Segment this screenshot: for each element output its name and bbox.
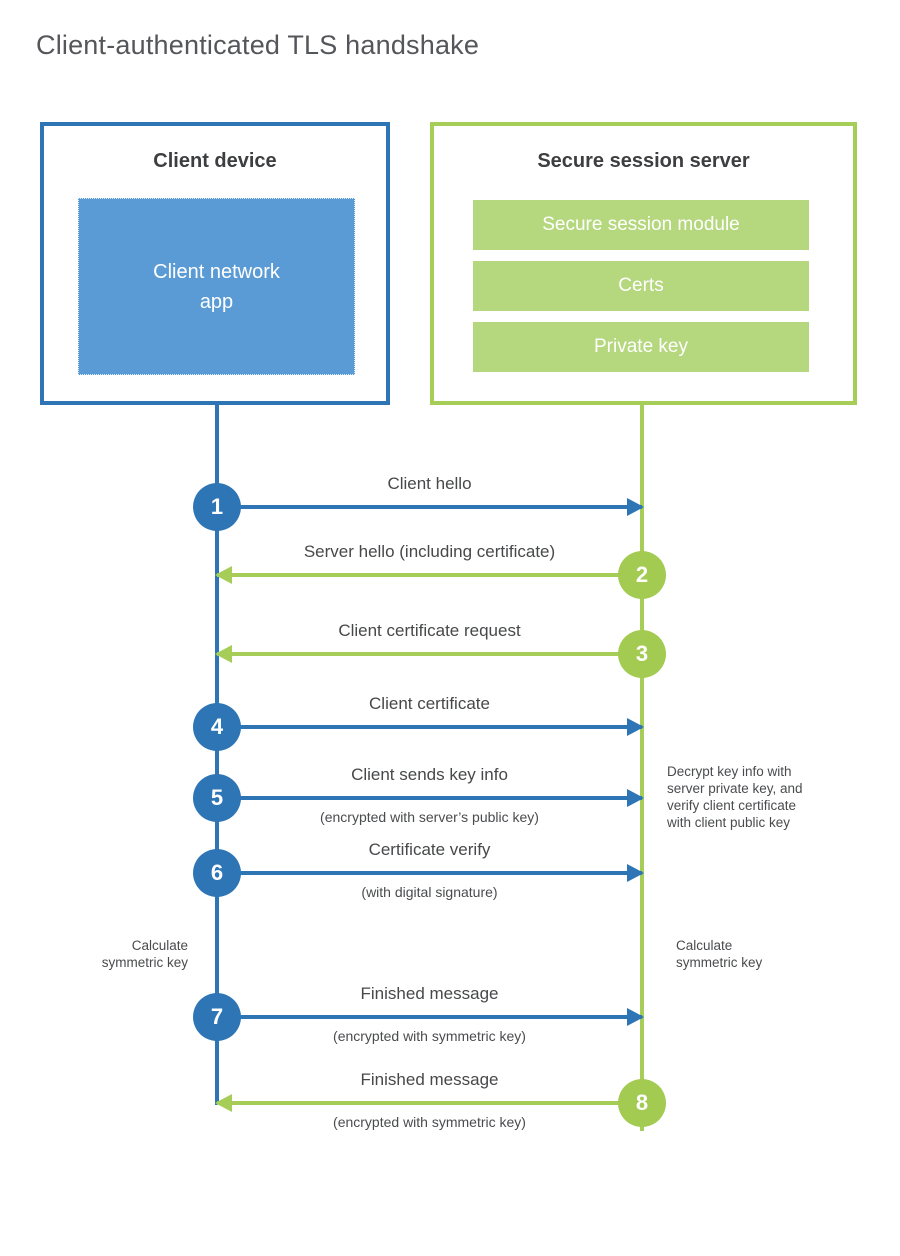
page-title: Client-authenticated TLS handshake (36, 30, 480, 60)
arrowhead-right-icon (627, 1008, 644, 1026)
message-sublabel: (encrypted with server’s public key) (320, 809, 539, 825)
message-label: Server hello (including certificate) (303, 542, 556, 561)
step-circle-6: 6 (193, 849, 241, 897)
arrowhead-left-icon (215, 566, 232, 584)
message-sublabel: (encrypted with symmetric key) (333, 1028, 526, 1044)
arrowhead-right-icon (627, 498, 644, 516)
message-sublabel: (encrypted with symmetric key) (333, 1114, 526, 1130)
arrow-server-to-client (217, 573, 642, 577)
note-decrypt-key-info: Decrypt key info with server private key… (667, 764, 803, 830)
server-module-private-key: Private key (473, 322, 809, 372)
server-lifeline (640, 405, 644, 1131)
arrowhead-left-icon (215, 645, 232, 663)
client-device-box: Client device Client network app (40, 122, 390, 405)
arrowhead-right-icon (627, 864, 644, 882)
arrow-client-to-server (217, 505, 642, 509)
step-circle-7: 7 (193, 993, 241, 1041)
step-circle-4: 4 (193, 703, 241, 751)
message-label: Client certificate (369, 694, 490, 713)
step-circle-2: 2 (618, 551, 666, 599)
secure-session-server-box: Secure session server Secure session mod… (430, 122, 857, 405)
message-client-certificate-request: Client certificate request (215, 621, 642, 663)
arrow-client-to-server (217, 1015, 642, 1019)
step-circle-3: 3 (618, 630, 666, 678)
server-module-secure-session: Secure session module (473, 200, 809, 250)
message-label: Client hello (387, 474, 472, 493)
message-certificate-verify: Certificate verify (with digital signatu… (217, 840, 644, 900)
step-circle-1: 1 (193, 483, 241, 531)
message-client-certificate: Client certificate (217, 694, 644, 736)
message-sublabel: (with digital signature) (361, 884, 498, 900)
message-label: Client certificate request (338, 621, 521, 640)
server-module-certs: Certs (473, 261, 809, 311)
note-calculate-symmetric-key-client: Calculate symmetric key (101, 938, 188, 970)
message-finished-server: Finished message (encrypted with symmetr… (215, 1070, 642, 1130)
arrowhead-right-icon (627, 789, 644, 807)
message-client-hello: Client hello (217, 474, 644, 516)
client-network-app-box: Client network app (78, 198, 355, 375)
message-server-hello: Server hello (including certificate) (215, 542, 642, 584)
message-label: Finished message (360, 1070, 499, 1089)
arrow-server-to-client (217, 1101, 642, 1105)
step-circle-8: 8 (618, 1079, 666, 1127)
arrow-client-to-server (217, 871, 642, 875)
message-client-sends-key-info: Client sends key info (encrypted with se… (217, 765, 644, 825)
secure-session-server-title: Secure session server (537, 150, 750, 172)
step-circle-5: 5 (193, 774, 241, 822)
arrowhead-right-icon (627, 718, 644, 736)
message-label: Finished message (360, 984, 499, 1003)
arrowhead-left-icon (215, 1094, 232, 1112)
arrow-server-to-client (217, 652, 642, 656)
arrow-client-to-server (217, 725, 642, 729)
client-device-title: Client device (153, 150, 277, 172)
message-label: Client sends key info (351, 765, 508, 784)
note-calculate-symmetric-key-server: Calculate symmetric key (676, 938, 763, 970)
arrow-client-to-server (217, 796, 642, 800)
message-label: Certificate verify (368, 840, 491, 859)
message-finished-client: Finished message (encrypted with symmetr… (217, 984, 644, 1044)
client-lifeline (215, 405, 219, 1105)
